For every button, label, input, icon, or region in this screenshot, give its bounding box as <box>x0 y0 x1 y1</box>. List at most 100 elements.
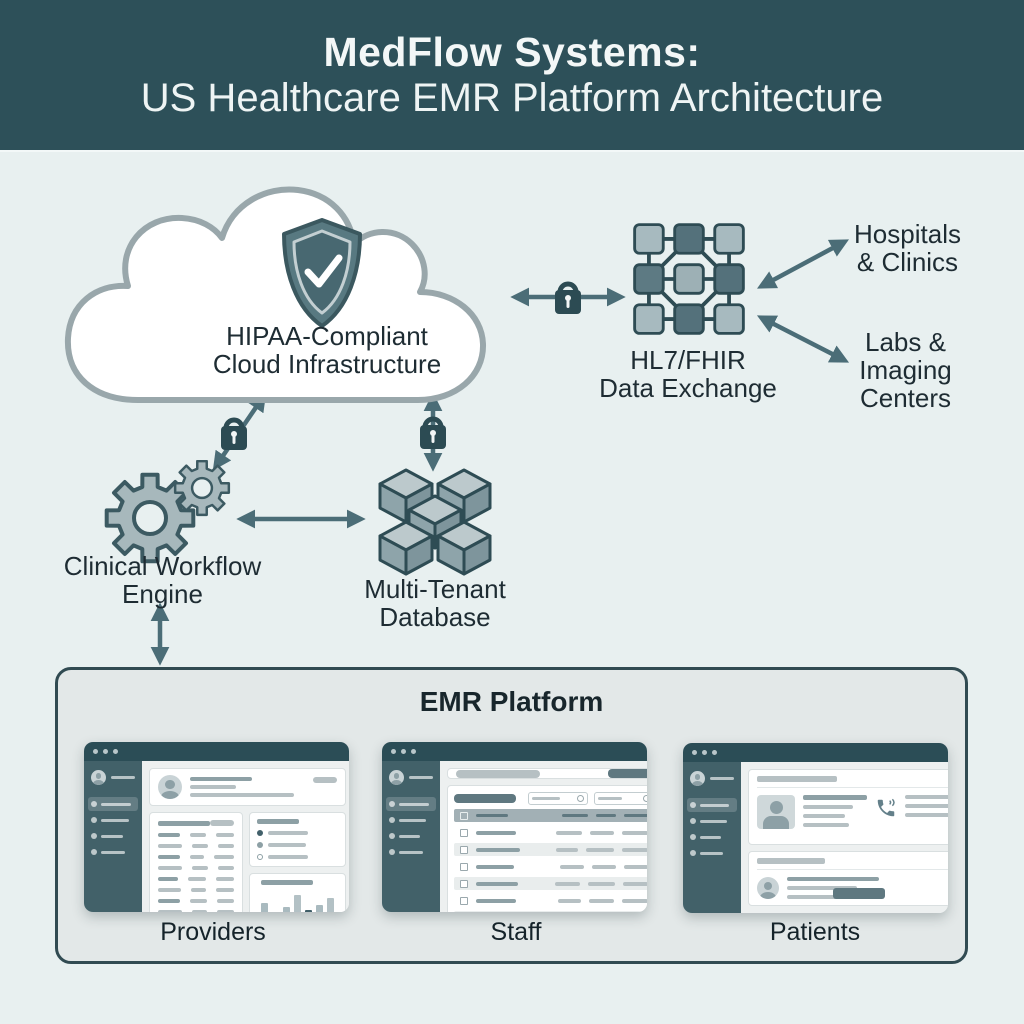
window-titlebar <box>382 742 647 761</box>
checkbox-icon <box>460 879 468 888</box>
search-icon <box>577 795 584 802</box>
patients-label: Patients <box>769 918 861 946</box>
patient-summary-card <box>748 851 948 906</box>
placeholder-row <box>158 877 234 881</box>
window-dot-icon <box>702 750 707 755</box>
sidebar <box>84 761 142 912</box>
workflow-label: Clinical Workflow Engine <box>63 551 262 609</box>
page-subtitle: US Healthcare EMR Platform Architecture <box>140 76 884 120</box>
mini-bar-chart <box>261 889 334 912</box>
avatar <box>389 770 404 785</box>
checkbox-icon <box>460 862 468 871</box>
sidebar-item <box>88 845 138 859</box>
menu-icon <box>389 849 395 855</box>
placeholder-row <box>158 899 234 903</box>
lock-icon <box>555 281 581 314</box>
main-content <box>142 761 349 912</box>
sidebar-item <box>386 797 436 811</box>
sidebar <box>683 762 741 913</box>
sidebar-user <box>389 770 433 785</box>
patient-contact-card <box>748 769 948 845</box>
table-row <box>454 911 647 912</box>
sidebar-item <box>386 829 436 843</box>
shield-check-icon <box>282 218 362 328</box>
emr-platform-title: EMR Platform <box>419 686 604 717</box>
sidebar-item <box>687 846 737 860</box>
action-button <box>833 888 885 899</box>
search-button <box>608 769 647 778</box>
staff-window-mockup <box>382 742 647 912</box>
sidebar-item <box>88 829 138 843</box>
table-row <box>454 860 647 873</box>
avatar <box>158 775 182 799</box>
menu-icon <box>91 833 97 839</box>
sidebar <box>382 761 440 912</box>
window-dot-icon <box>712 750 717 755</box>
window-dot-icon <box>391 749 396 754</box>
table-row <box>454 894 647 907</box>
sidebar-user <box>690 771 734 786</box>
gears-icon <box>104 460 231 564</box>
lock-icon <box>221 417 247 450</box>
table-row <box>454 843 647 856</box>
window-dot-icon <box>692 750 697 755</box>
arrow-exchange-hospitals <box>757 239 849 289</box>
staff-table-card <box>447 785 647 912</box>
lock-icon <box>420 416 446 449</box>
placeholder-row <box>158 910 235 912</box>
page-title: MedFlow Systems: <box>323 29 701 75</box>
cloud-icon <box>64 186 487 403</box>
list-button <box>210 820 234 826</box>
sidebar-item <box>687 814 737 828</box>
connector-arrows-layer <box>150 239 850 666</box>
window-titlebar <box>84 742 349 761</box>
search-input <box>456 769 540 778</box>
patient-list-card <box>149 812 243 912</box>
checkbox-icon <box>460 896 468 905</box>
window-titlebar <box>683 743 948 762</box>
menu-icon <box>690 818 696 824</box>
exchange-label: HL7/FHIR Data Exchange <box>599 345 777 403</box>
id-card-icon <box>757 795 795 829</box>
tasks-card <box>249 812 346 867</box>
window-dot-icon <box>411 749 416 754</box>
sidebar-item <box>687 798 737 812</box>
labs-label: Labs & Imaging Centers <box>859 327 952 413</box>
staff-label: Staff <box>490 918 542 946</box>
checkbox-icon <box>460 828 468 837</box>
window-dot-icon <box>113 749 118 754</box>
cloud-label: HIPAA-Compliant Cloud Infrastructure <box>212 321 442 379</box>
window-dot-icon <box>103 749 108 754</box>
menu-icon <box>389 833 395 839</box>
menu-icon <box>690 802 696 808</box>
sidebar-item <box>386 845 436 859</box>
menu-icon <box>389 801 395 807</box>
bullet-icon <box>257 854 263 860</box>
providers-label: Providers <box>160 918 266 946</box>
cubes-icon <box>378 468 492 576</box>
avatar <box>757 877 779 899</box>
profile-card <box>149 768 346 806</box>
arrow-exchange-labs <box>756 315 850 363</box>
placeholder-row <box>158 855 234 859</box>
placeholder-row <box>158 844 234 848</box>
bullet-icon <box>257 842 263 848</box>
window-dot-icon <box>93 749 98 754</box>
menu-icon <box>389 817 395 823</box>
menu-icon <box>690 834 696 840</box>
menu-icon <box>91 849 97 855</box>
bullet-icon <box>257 830 263 836</box>
emr-platform-panel: EMR Platform <box>55 667 968 964</box>
chart-card <box>249 873 346 912</box>
bullet-item <box>257 854 338 860</box>
sidebar-item <box>386 813 436 827</box>
checkbox-icon <box>460 845 468 854</box>
avatar <box>91 770 106 785</box>
filter-input <box>528 792 588 805</box>
table-row <box>454 826 647 839</box>
avatar <box>690 771 705 786</box>
network-icon <box>633 223 745 335</box>
filter-input <box>594 792 647 805</box>
database-label: Multi-Tenant Database <box>364 574 506 632</box>
bullet-item <box>257 842 338 848</box>
